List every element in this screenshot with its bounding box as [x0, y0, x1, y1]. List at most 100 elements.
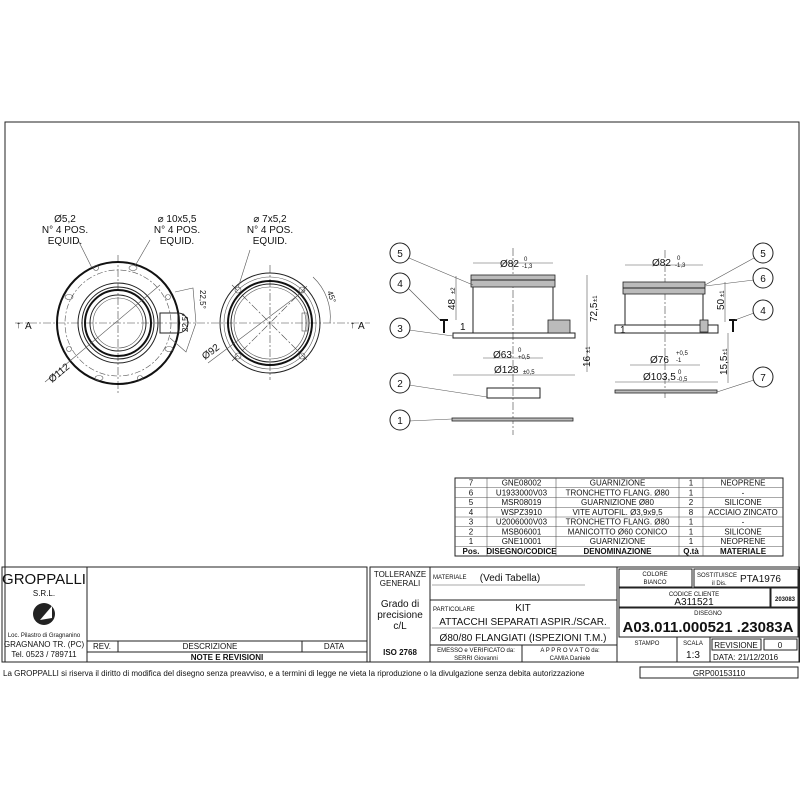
- angle-label-3: 45°: [325, 290, 338, 304]
- dim-d82-right: Ø82: [652, 258, 671, 269]
- front-view-inlet: Ø112 Ø5,2 N° 4 POS. EQUID. ⌀ 10x5,5 N° 4…: [15, 214, 370, 395]
- material-label: MATERIALE: [433, 575, 467, 581]
- part-balloons-right: 5 6 4 7: [704, 242, 774, 393]
- rev-header: REV.: [93, 642, 111, 651]
- table-cell: 1: [689, 488, 694, 497]
- description-header: DESCRIZIONE: [183, 642, 238, 651]
- table-cell: TRONCHETTO FLANG. Ø80: [566, 518, 670, 527]
- table-header-cell: DENOMINAZIONE: [584, 547, 653, 556]
- table-header-cell: Pos.: [463, 547, 480, 556]
- company-address-2: GRAGNANO TR. (PC): [4, 640, 85, 649]
- balloon-3: 3: [397, 324, 403, 335]
- dim-d63: Ø63: [493, 350, 512, 361]
- dim-d128: Ø128: [494, 365, 519, 376]
- company-phone: Tel. 0523 / 789711: [11, 650, 77, 659]
- hole-note-3-line3: EQUID.: [253, 236, 287, 247]
- table-cell: TRONCHETTO FLANG. Ø80: [566, 488, 670, 497]
- title-block: GROPPALLI S.R.L. Loc. Pilastro di Gragna…: [1, 566, 800, 663]
- tol: ±2: [451, 287, 457, 294]
- tol: ±1: [593, 295, 599, 302]
- table-header-cell: Q.tà: [683, 547, 699, 556]
- description-line-2: Ø80/80 FLANGIATI (ISPEZIONI T.M.): [440, 633, 607, 644]
- section-arrow-right: ↑: [350, 320, 355, 331]
- part-label: PARTICOLARE: [433, 607, 475, 613]
- tol: ±1: [586, 346, 592, 353]
- date-value: 21/12/2016: [738, 653, 779, 662]
- mold-label: STAMPO: [635, 641, 660, 647]
- date-header: DATA: [324, 642, 345, 651]
- tolerances-l2: GENERALI: [380, 579, 420, 588]
- tol: ±1: [723, 348, 729, 355]
- table-cell: GUARNIZIONE: [590, 479, 646, 488]
- balloon-4: 4: [760, 306, 766, 317]
- iso-standard: ISO 2768: [383, 648, 417, 657]
- tol-lower: -1,3: [675, 263, 686, 269]
- table-cell: 1: [689, 479, 694, 488]
- balloon-6: 6: [760, 274, 766, 285]
- section-view-right: Ø82 0 -1,3 50 ±1 1 Ø76 +0,5 -1 Ø103,5 0 …: [614, 250, 737, 400]
- table-cell: -: [742, 488, 745, 497]
- tol-lower: -1,3: [522, 264, 533, 270]
- table-cell: GUARNIZIONE Ø80: [581, 498, 654, 507]
- dim-d103-5: Ø103,5: [643, 372, 676, 383]
- hole-note-2-line2: N° 4 POS.: [154, 225, 200, 236]
- replaces-sub: il Dis.: [712, 581, 727, 587]
- precision-l2: precisione: [377, 610, 423, 621]
- table-cell: MSB06001: [502, 527, 542, 536]
- issued-by-label: EMESSO e VERIFICATO da:: [437, 648, 515, 654]
- dim-h16: 16: [582, 355, 593, 367]
- section-label-left: A: [25, 321, 32, 332]
- table-cell: 1: [469, 537, 474, 546]
- tol-upper: 0: [524, 257, 528, 263]
- table-cell: U2006000V03: [496, 518, 548, 527]
- scale-label: SCALA: [683, 641, 703, 647]
- balloon-5: 5: [397, 249, 403, 260]
- tol-upper: 0: [518, 348, 522, 354]
- tol-upper: +0,5: [676, 351, 689, 357]
- replaces-label: SOSTITUISCE: [697, 573, 737, 579]
- table-cell: ACCIAIO ZINCATO: [708, 508, 778, 517]
- date-label: DATA:: [713, 653, 735, 662]
- table-header-cell: DISEGNO/CODICE: [486, 547, 557, 556]
- table-cell: 8: [689, 508, 694, 517]
- description-line-1: ATTACCHI SEPARATI ASPIR./SCAR.: [439, 617, 607, 628]
- table-cell: 5: [469, 498, 474, 507]
- table-cell: -: [742, 518, 745, 527]
- dim-diameter-92: Ø92: [200, 342, 222, 362]
- tol-lower: -0,5: [677, 377, 688, 383]
- part-value: KIT: [515, 603, 531, 614]
- customer-code: A311521: [674, 597, 714, 608]
- part-balloons-left: 5 4 3 2 1: [389, 242, 488, 431]
- hole-note-3-line2: N° 4 POS.: [247, 225, 293, 236]
- revision-label: REVISIONE: [714, 641, 758, 650]
- dim-d82-left: Ø82: [500, 259, 519, 270]
- tolerances-l1: TOLLERANZE: [374, 570, 426, 579]
- table-cell: SILICONE: [724, 527, 761, 536]
- dim-h15-5: 15,5: [719, 355, 730, 375]
- front-view-outlet: Ø92 ⌀ 7x5,2 N° 4 POS. EQUID. 45° ↑ A: [200, 214, 365, 380]
- scale-value: 1:3: [686, 650, 700, 661]
- tol-upper: 0: [678, 370, 682, 376]
- company-name: GROPPALLI: [2, 571, 86, 588]
- notes-revisions-title: NOTE E REVISIONI: [191, 653, 263, 662]
- tol: ±1: [720, 290, 726, 297]
- table-cell: VITE AUTOFIL. Ø3,9x9,5: [572, 508, 663, 517]
- section-view-left: Ø82 0 -1,3 48 ±2 72,5 ±1 1 Ø63 0 +0,5 16…: [440, 248, 600, 435]
- tol-upper: 0: [677, 256, 681, 262]
- table-cell: 1: [689, 537, 694, 546]
- table-cell: GUARNIZIONE: [590, 537, 646, 546]
- table-cell: GNE10001: [502, 537, 542, 546]
- table-cell: MSR08019: [501, 498, 542, 507]
- code-side: 203083: [775, 597, 796, 603]
- precision-l3: c/L: [393, 621, 407, 632]
- balloon-2: 2: [397, 379, 403, 390]
- angle-label-1: 22,5°: [198, 290, 207, 309]
- table-cell: GNE08002: [502, 479, 542, 488]
- issued-by: SERRI Giovanni: [454, 656, 498, 662]
- table-cell: U1933000V03: [496, 488, 548, 497]
- tol-lower: -1: [676, 358, 682, 364]
- company-suffix: S.R.L.: [33, 589, 55, 598]
- drawing-number-label: DISEGNO: [694, 611, 722, 617]
- hole-note-2-line1: ⌀ 10x5,5: [158, 214, 197, 225]
